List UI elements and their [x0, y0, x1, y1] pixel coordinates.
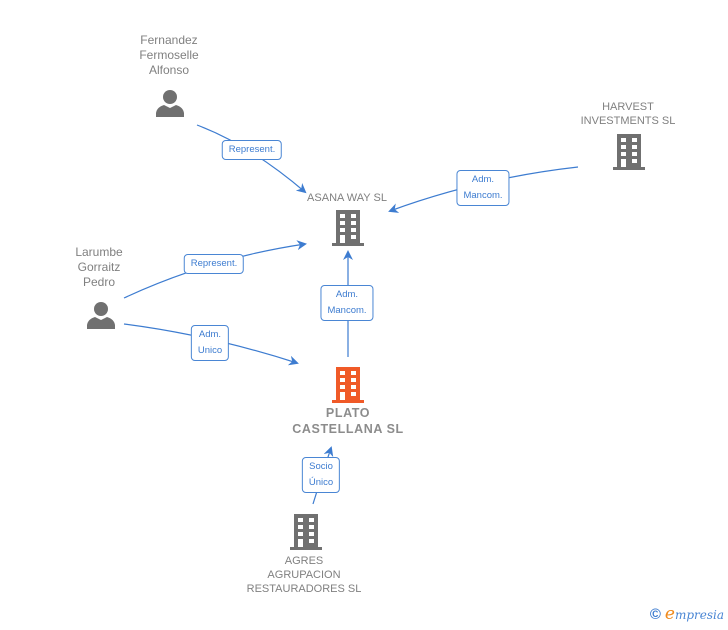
node-label-asana[interactable]: ASANA WAY SL — [307, 191, 387, 205]
footer-brand: © empresia — [650, 604, 724, 624]
building-icon[interactable] — [332, 367, 364, 408]
edge-label-line: Mancom. — [327, 305, 367, 316]
label-line: INVESTMENTS SL — [580, 115, 676, 127]
building-icon[interactable] — [613, 134, 645, 175]
empresia-logo[interactable]: empresia — [665, 604, 724, 624]
copyright-icon: © — [649, 605, 661, 623]
label-line: RESTAURADORES SL — [246, 583, 362, 595]
node-label-harvest[interactable]: HARVEST INVESTMENTS SL — [581, 100, 676, 128]
edge-label-line: Represent. — [190, 258, 238, 269]
label-line: CASTELLANA SL — [292, 422, 404, 436]
edge-label-represent: Represent. — [183, 254, 245, 274]
label-line: AGRES — [284, 555, 324, 567]
edge-label-line: Adm. — [198, 329, 222, 340]
edge-label-represent: Represent. — [221, 140, 283, 160]
edge-label-line: Adm. — [335, 289, 359, 300]
brand-initial: e — [664, 604, 675, 624]
building-icon[interactable] — [332, 210, 364, 251]
brand-text: mpresia — [674, 608, 724, 622]
label-line: AGRUPACION — [267, 569, 341, 581]
building-icon[interactable] — [290, 514, 322, 555]
node-label-agres[interactable]: AGRES AGRUPACION RESTAURADORES SL — [247, 554, 362, 596]
edge-label-line: Adm. — [471, 174, 495, 185]
label-line: Larumbe — [75, 245, 123, 259]
node-label-plato[interactable]: PLATO CASTELLANA SL — [292, 405, 404, 437]
label-line: PLATO — [325, 406, 371, 420]
node-label-fernandez[interactable]: Fernandez Fermoselle Alfonso — [139, 33, 198, 78]
label-line: HARVEST — [602, 101, 654, 113]
edge-label-adm-mancom: Adm. Mancom. — [320, 285, 374, 321]
label-line: Fernandez — [140, 33, 198, 47]
edge-label-socio-unico: Socio Único — [301, 457, 341, 493]
edge-label-line: Mancom. — [463, 190, 503, 201]
edge-label-line: Único — [308, 477, 334, 488]
label-line: Pedro — [82, 275, 116, 289]
edge-label-line: Represent. — [228, 144, 276, 155]
label-line: Fermoselle — [139, 48, 199, 62]
edge-label-adm-mancom: Adm. Mancom. — [456, 170, 510, 206]
edge-label-line: Socio — [309, 461, 333, 472]
person-icon[interactable] — [155, 88, 185, 123]
label-line: Gorraitz — [77, 260, 121, 274]
edge-label-adm-unico: Adm. Unico — [190, 325, 230, 361]
edge-label-line: Unico — [197, 345, 223, 356]
node-label-larumbe[interactable]: Larumbe Gorraitz Pedro — [75, 245, 122, 290]
label-line: ASANA WAY SL — [307, 192, 387, 204]
person-icon[interactable] — [86, 300, 116, 335]
label-line: Alfonso — [148, 63, 190, 77]
